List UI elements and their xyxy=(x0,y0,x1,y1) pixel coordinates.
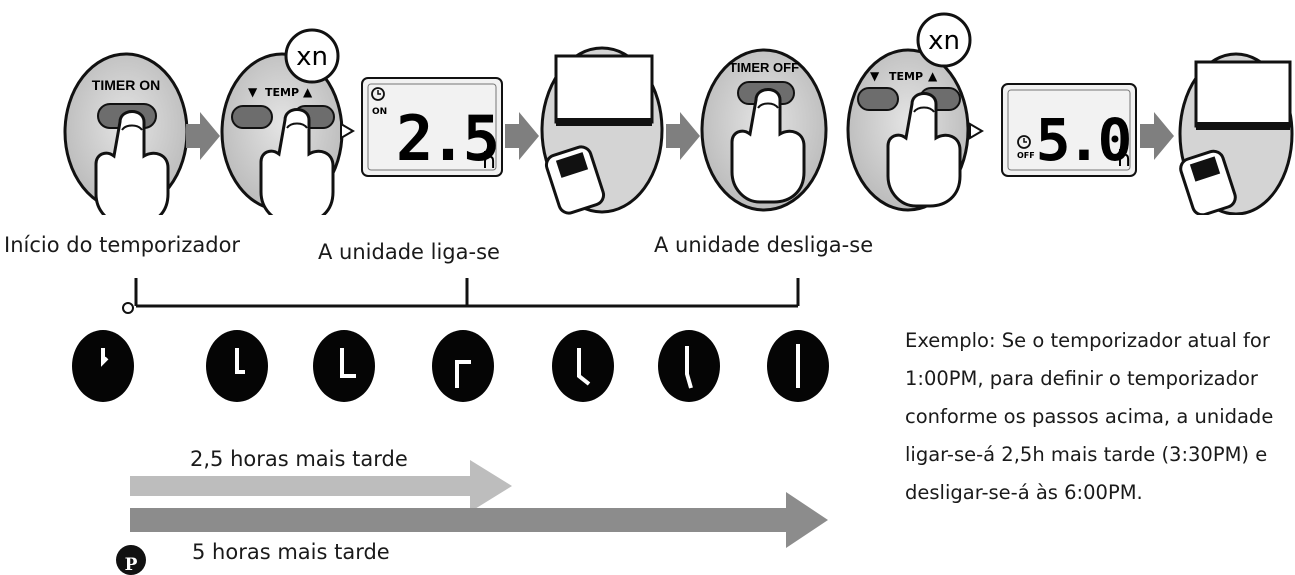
start-marker xyxy=(122,302,134,314)
repeat-badge xyxy=(284,28,340,84)
repeat-badge-text: xn xyxy=(928,26,960,56)
ac-unit-illustration-on xyxy=(540,46,664,215)
clock-row xyxy=(72,330,829,402)
lcd-display-on: ON 2.5 h xyxy=(361,77,503,177)
small-arrow-icon xyxy=(340,122,355,140)
example-line: conforme os passos acima, a unidade xyxy=(905,405,1274,428)
temp-step-on: ▼ TEMP ▲ xn xyxy=(220,28,344,215)
short-duration-arrow xyxy=(130,460,512,512)
down-triangle-icon: ▼ xyxy=(248,85,258,99)
up-triangle-icon: ▲ xyxy=(303,85,313,99)
display-on-unit: h xyxy=(482,149,496,174)
timer-on-label: TIMER ON xyxy=(92,77,160,93)
clock-icon xyxy=(552,330,614,402)
display-off-unit: h xyxy=(1117,147,1131,172)
temp-down-button[interactable] xyxy=(857,87,899,111)
up-triangle-icon: ▲ xyxy=(928,69,938,83)
example-line: desligar-se-á às 6:00PM. xyxy=(905,481,1143,504)
example-text: Exemplo: Se o temporizador atual for 1:0… xyxy=(905,322,1295,512)
display-off-value: 5.0 xyxy=(1036,106,1130,174)
unit-on-label: A unidade liga-se xyxy=(318,240,500,264)
small-arrow-icon xyxy=(969,122,984,140)
timer-on-step: TIMER ON xyxy=(63,52,189,215)
display-on-value: 2.5 xyxy=(396,102,497,175)
clock-icon xyxy=(371,87,385,101)
clock-icon xyxy=(72,330,134,402)
clock-icon xyxy=(313,330,375,402)
display-off-mode: OFF xyxy=(1017,151,1035,160)
unit-off-label: A unidade desliga-se xyxy=(654,233,874,257)
timer-off-step: TIMER OFF xyxy=(700,48,828,212)
clock-icon xyxy=(767,330,829,402)
timer-off-label: TIMER OFF xyxy=(729,60,799,75)
example-line: 1:00PM, para definir o temporizador xyxy=(905,367,1258,390)
clock-icon xyxy=(658,330,720,402)
repeat-badge xyxy=(916,12,972,68)
down-triangle-icon: ▼ xyxy=(870,69,880,83)
example-line: ligar-se-á 2,5h mais tarde (3:30PM) e xyxy=(905,443,1268,466)
timer-start-label: Início do temporizador xyxy=(4,233,241,257)
long-duration-arrow xyxy=(130,492,828,548)
short-duration-label: 2,5 horas mais tarde xyxy=(190,447,408,471)
clock-icon xyxy=(1017,135,1031,149)
temp-step-off: ▼ TEMP ▲ xn xyxy=(846,12,972,212)
clock-icon xyxy=(206,330,268,402)
steps-row: TIMER ON ▼ TEMP ▲ xn ON 2.5 h T xyxy=(63,12,1294,215)
example-line: Exemplo: Se o temporizador atual for xyxy=(905,329,1270,352)
long-duration-label: 5 horas mais tarde xyxy=(192,540,390,564)
temp-label: TEMP xyxy=(889,70,923,83)
timeline xyxy=(72,278,829,402)
repeat-badge-text: xn xyxy=(296,42,328,72)
ac-unit-illustration-off xyxy=(1178,52,1294,215)
lcd-display-off: OFF 5.0 h xyxy=(1001,83,1137,177)
temp-down-button[interactable] xyxy=(231,105,273,129)
duration-arrows xyxy=(130,460,828,548)
temp-label: TEMP xyxy=(265,86,299,99)
display-on-mode: ON xyxy=(372,107,387,117)
page-badge: P xyxy=(116,545,146,575)
clock-icon xyxy=(432,330,494,402)
